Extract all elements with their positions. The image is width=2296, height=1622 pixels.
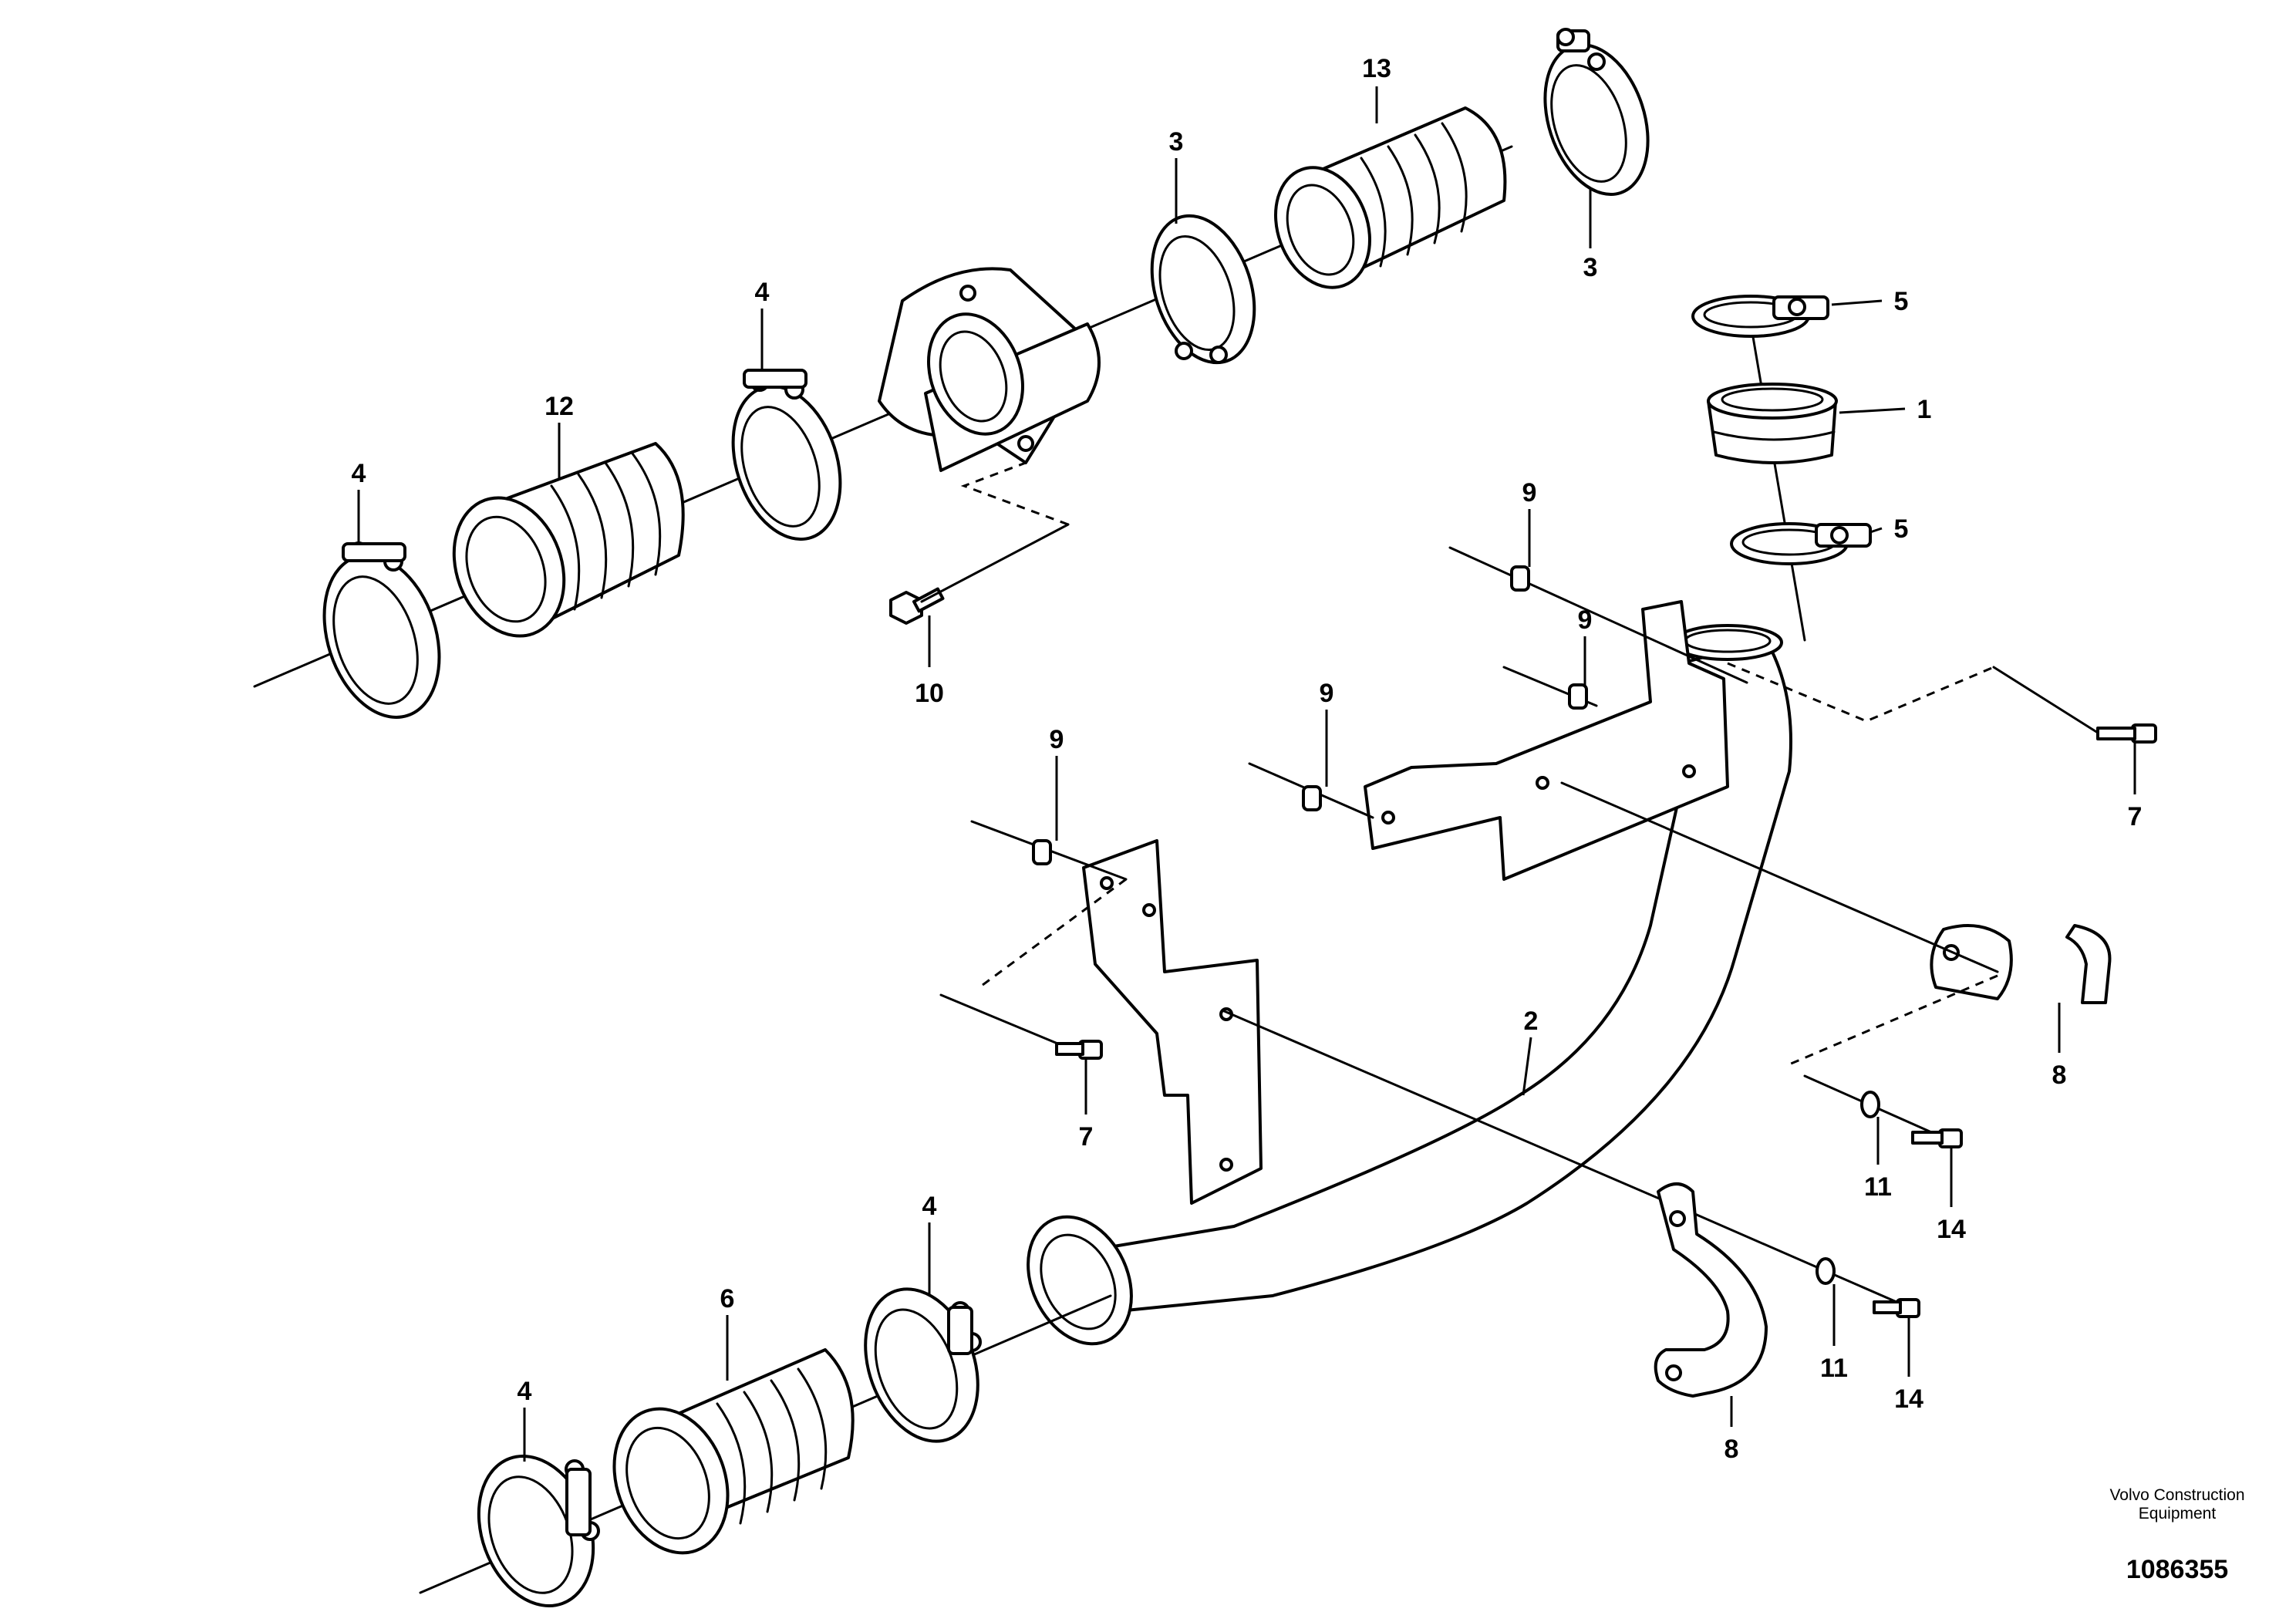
support-bracket-lower [1082,839,1263,1205]
nut-9-d [1032,839,1052,865]
washer-11-b-axis [1695,1213,1910,1309]
hose-clamp-4-lower-right [864,1287,982,1443]
callout-11-lower: 11 [1820,1354,1848,1383]
support-bracket-upper [1364,600,1729,881]
nut-9-b [1568,683,1588,710]
hose-clamp-4-lower-left [477,1455,600,1607]
callout-6: 6 [720,1284,735,1313]
callout-12: 12 [544,392,574,421]
bellows-1 [1707,383,1838,464]
callout-7-left: 7 [1079,1122,1094,1152]
hose-clamp-4-upper [731,369,842,541]
bolt-7-right-axis [1992,666,2099,734]
hose-clamp-3-middle [1150,214,1256,365]
callout-4-upper: 4 [755,278,770,307]
callout-9-d: 9 [1050,725,1064,754]
nut-9-a [1510,565,1530,592]
brand-line-2: Equipment [2138,1505,2217,1523]
drawing-number: 1086355 [2126,1555,2229,1584]
clip-8-right-dash [1789,974,1998,1066]
clip-8-right-axis [1560,781,1999,973]
hose-clamp-3-right [1543,28,1650,197]
brand-line-1: Volvo Construction [2109,1486,2245,1504]
nut-9-a-axis [1448,546,1748,684]
hose-12 [452,442,685,638]
bolt-7-right [2096,723,2157,744]
callout-9-b: 9 [1578,605,1593,635]
brand-label: Volvo Construction Equipment [2077,1486,2277,1523]
pipe-clip-8-right [1930,924,2112,1004]
callout-5-upper: 5 [1894,287,1909,316]
pipe-2-dash [1727,662,1994,723]
callout-8-right: 8 [2052,1061,2067,1090]
bolt-10-axis [920,523,1070,603]
washer-11-b [1816,1257,1836,1285]
flange-tube [878,267,1101,472]
callout-1: 1 [1917,395,1932,424]
callout-4-left: 4 [352,459,366,488]
leader-lines [357,86,2136,1462]
bolt-10-dash [960,461,1069,526]
callout-4-lower-right: 4 [922,1192,937,1221]
hose-6 [612,1348,855,1555]
hose-clamp-4-left [322,541,441,719]
clip-8-lower-axis [1221,1009,1698,1216]
callout-9-a: 9 [1522,478,1537,508]
callout-2: 2 [1524,1007,1539,1036]
washer-11-a [1860,1091,1880,1118]
callout-8-lower: 8 [1725,1435,1739,1464]
callout-14-lower: 14 [1894,1384,1923,1414]
callout-4-lower-left: 4 [518,1377,532,1406]
callout-13: 13 [1362,54,1391,83]
nut-9-c [1302,785,1322,811]
bolt-14-a [1911,1128,1963,1148]
callout-7-right: 7 [2128,802,2143,831]
callout-11-right: 11 [1864,1172,1892,1202]
right-vertical-axis [1745,299,1806,642]
hose-clamp-5-upper [1691,295,1829,338]
callout-3-right: 3 [1583,253,1598,282]
hose-clamp-5-lower [1730,522,1872,565]
callout-9-c: 9 [1320,679,1334,708]
callout-10: 10 [915,679,944,708]
hose-13 [1274,106,1507,289]
callout-3-middle: 3 [1169,127,1184,157]
pipe-clip-8-lower [1654,1182,1768,1398]
callout-14-right: 14 [1937,1215,1966,1244]
callout-5-lower: 5 [1894,514,1909,544]
bolt-7-left [1055,1040,1103,1060]
bolt-14-b [1873,1298,1920,1318]
